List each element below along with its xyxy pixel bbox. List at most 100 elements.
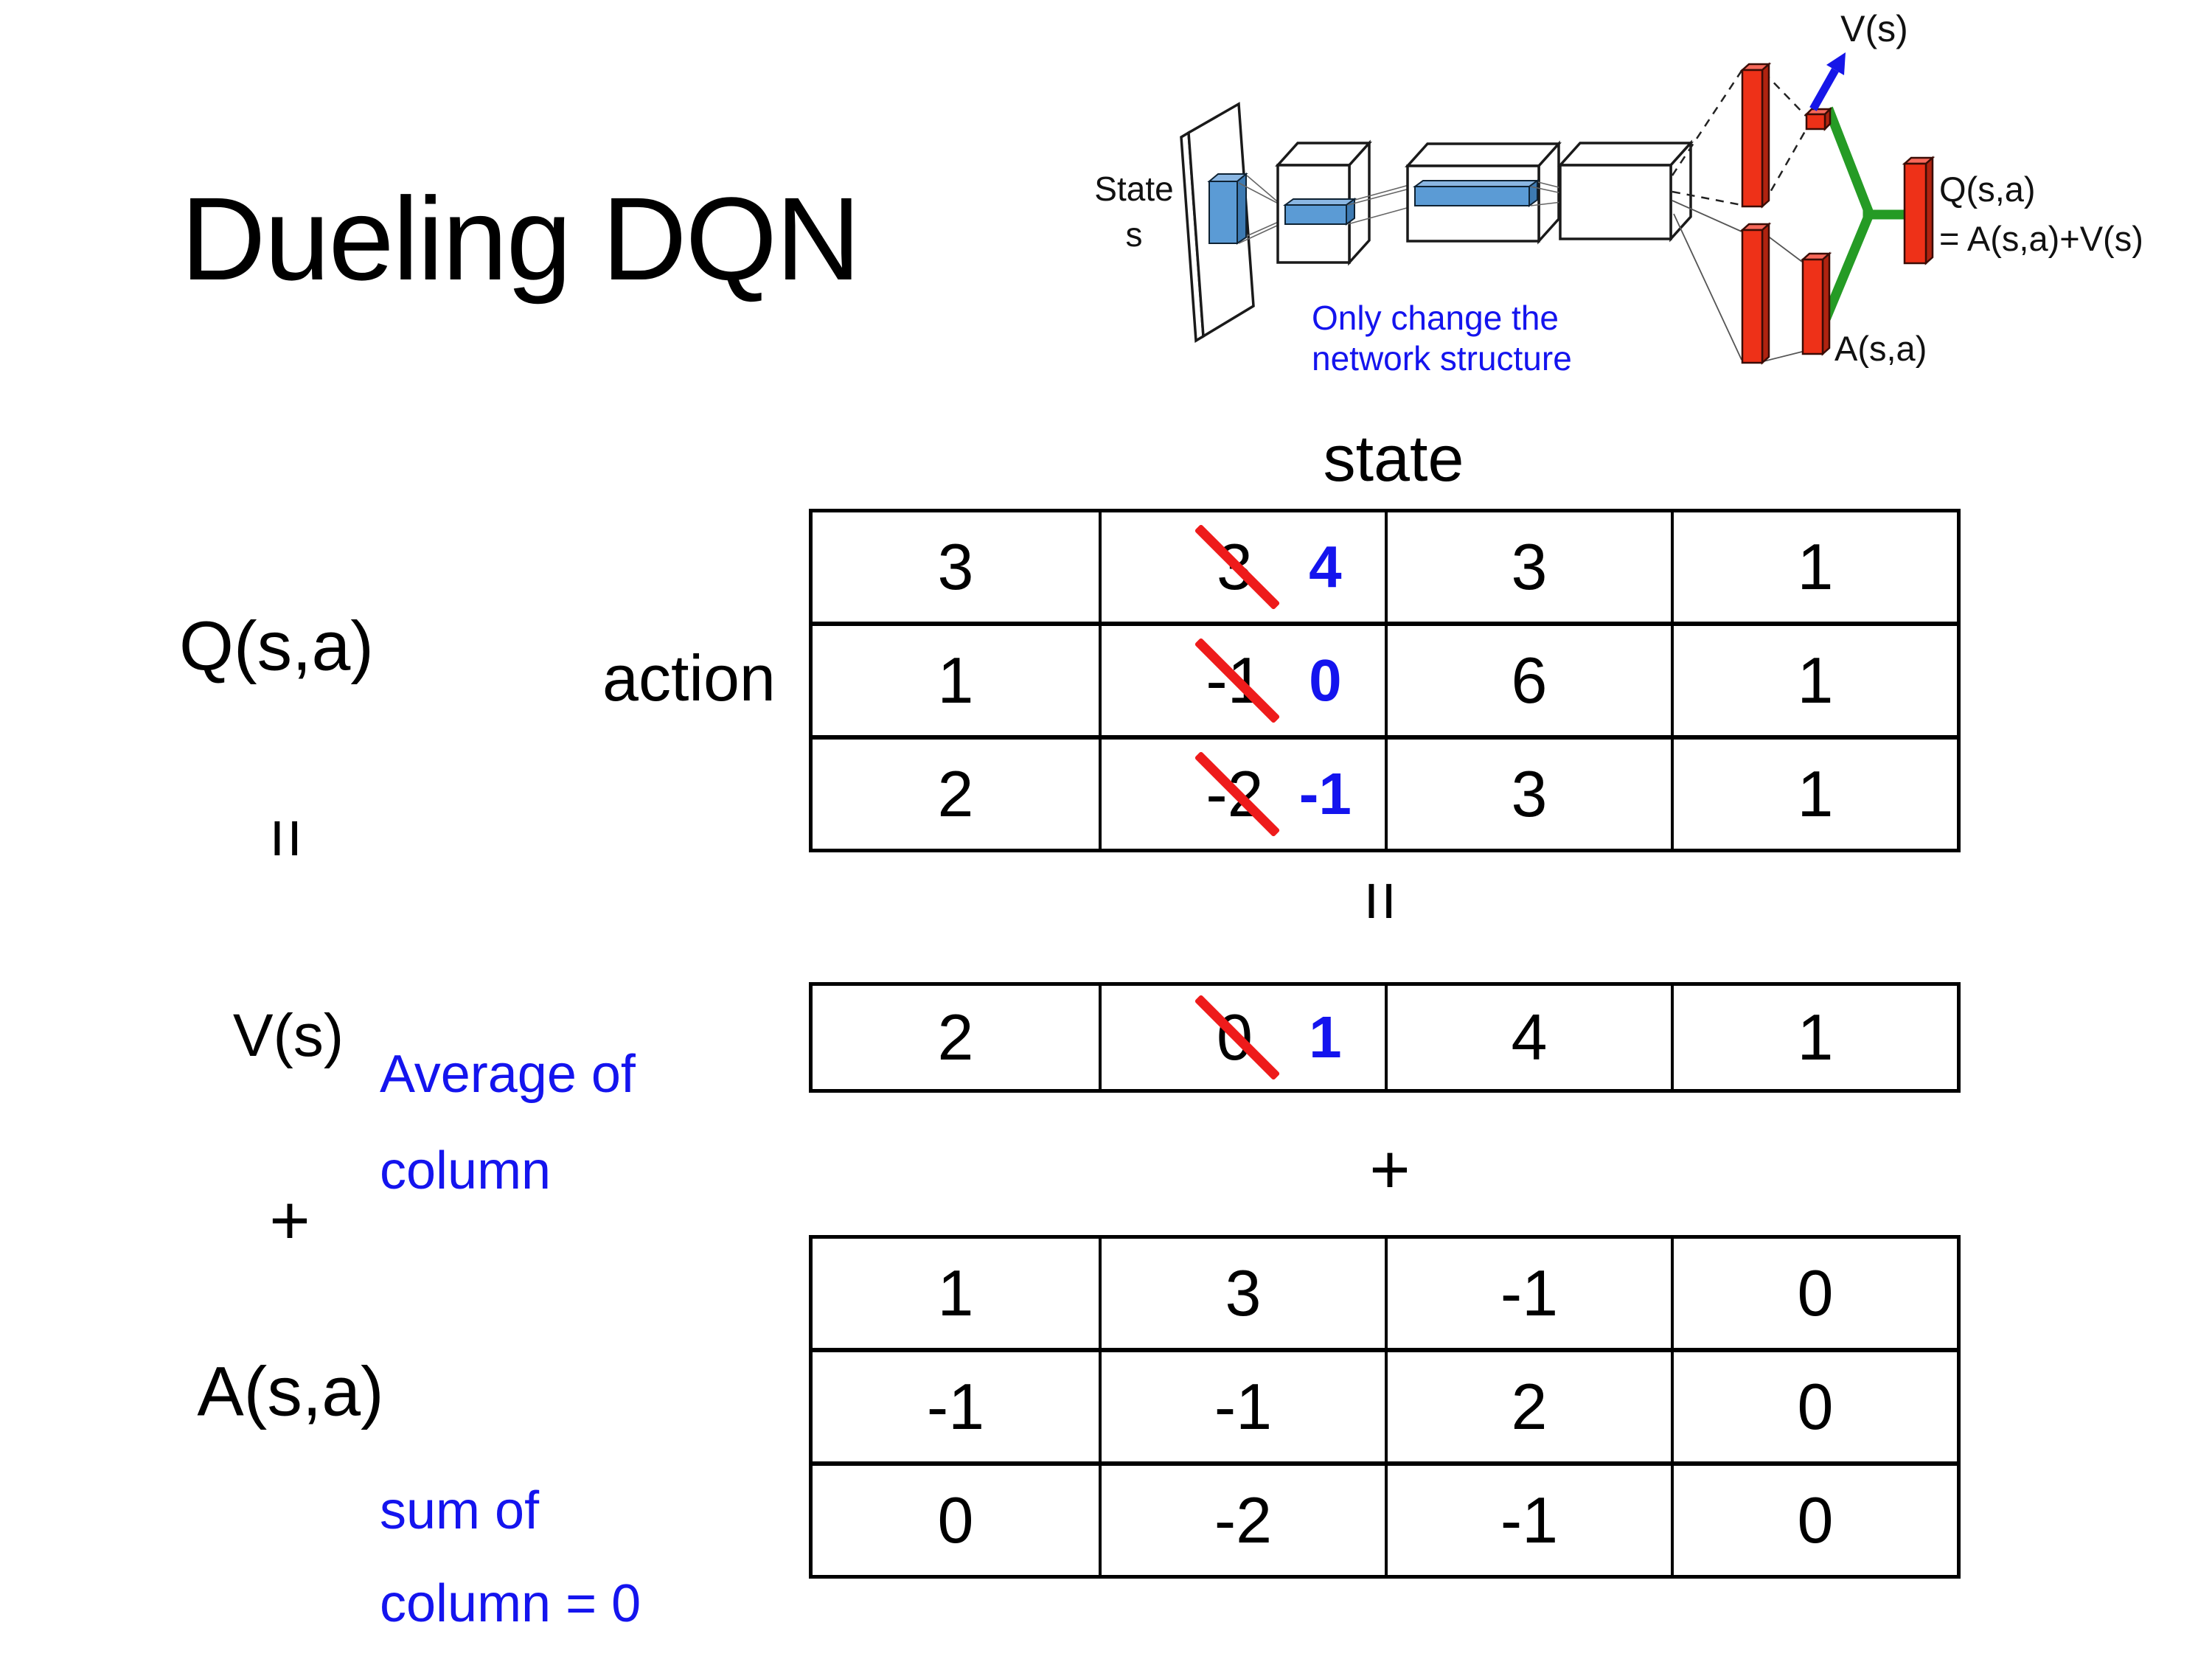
state-s-label: s: [1126, 215, 1143, 254]
table-cell: 0: [1671, 1239, 1957, 1348]
v-output-label: V(s): [1840, 8, 1908, 49]
table-cell-corrected: -1 0: [1099, 626, 1385, 735]
table-cell: 1: [813, 626, 1099, 735]
q-function-label: Q(s,a): [179, 607, 374, 686]
cell-value: -1: [1500, 1484, 1559, 1557]
value-stream-dashed-lines: [1671, 70, 1809, 206]
table-cell: 3: [1385, 740, 1671, 849]
table-cell: -1: [1099, 1352, 1385, 1461]
conv-filter-box: [1207, 172, 1248, 245]
cell-value: 1: [937, 1256, 974, 1329]
table-cell: 1: [1671, 626, 1957, 735]
feature-map-bar: [1412, 179, 1540, 207]
table-row: 1 -1 0 6 1: [813, 622, 1957, 735]
table-cell: 1: [813, 1239, 1099, 1348]
cell-value: 3: [937, 530, 974, 603]
a-values-table: 1 3 -1 0 -1 -1 2 0 0 -2 -1 0: [809, 1235, 1961, 1579]
table-cell: 3: [1385, 512, 1671, 622]
cell-value: 1: [1797, 757, 1834, 830]
cell-value: 2: [937, 757, 974, 830]
advantage-vector-bar: [1800, 251, 1832, 356]
cell-value: -1: [1500, 1256, 1559, 1329]
rotated-equals-sign: =: [248, 799, 326, 879]
new-value: -1: [1298, 761, 1352, 827]
new-value: 0: [1309, 647, 1342, 713]
diagram-note-line2: network structure: [1312, 339, 1572, 378]
note-line: column = 0: [380, 1574, 641, 1633]
cell-value: 4: [1511, 1001, 1548, 1074]
state-header: state: [1323, 422, 1464, 495]
v-scalar-node: [1804, 106, 1833, 132]
table-row: 2 0 1 4 1: [813, 986, 1957, 1089]
cell-value: 0: [1797, 1370, 1834, 1443]
page-title: Dueling DQN: [181, 173, 861, 305]
merge-connector: [1821, 106, 1911, 321]
table-row: 2 -2 -1 3 1: [813, 735, 1957, 849]
table-cell: -2: [1099, 1466, 1385, 1575]
equals-glyph: =: [247, 818, 326, 859]
table-cell: -1: [813, 1352, 1099, 1461]
note-line: Average of: [380, 1045, 636, 1104]
state-label: State: [1094, 170, 1173, 208]
cell-value: 3: [1225, 1256, 1262, 1329]
network-diagram: State s V(s) Q(s,a) = A(s,a)+V(s) A(s,a)…: [1094, 8, 2143, 378]
v-output-arrow: [1809, 52, 1846, 111]
cell-value: 6: [1511, 644, 1548, 717]
table-cell: 0: [813, 1466, 1099, 1575]
equals-glyph: =: [1341, 880, 1420, 922]
q-output-bar: [1902, 156, 1935, 265]
q-values-table: 3 3 4 3 1 1 -1 0 6 1 2 -2 -1: [809, 509, 1961, 852]
cell-value: 3: [1511, 757, 1548, 830]
average-of-column-note: Average of column: [380, 1026, 636, 1220]
diagram-note-line1: Only change the: [1312, 299, 1559, 337]
table-cell: -1: [1385, 1239, 1671, 1348]
table-cell: 0: [1671, 1352, 1957, 1461]
table-cell: 2: [813, 740, 1099, 849]
cell-value: 0: [937, 1484, 974, 1557]
table-cell: 2: [1385, 1352, 1671, 1461]
cell-value: 2: [1511, 1370, 1548, 1443]
new-value: 1: [1309, 1004, 1342, 1070]
table-row: 1 3 -1 0: [813, 1239, 1957, 1348]
note-line: column: [380, 1141, 552, 1200]
cell-value: -1: [1214, 1370, 1273, 1443]
table-row: 0 -2 -1 0: [813, 1461, 1957, 1575]
advantage-stream-bar: [1739, 222, 1772, 365]
table-cell: -1: [1385, 1466, 1671, 1575]
q-output-label: Q(s,a): [1939, 170, 2036, 209]
table-cell: 3: [813, 512, 1099, 622]
table-cell: 6: [1385, 626, 1671, 735]
action-header: action: [602, 641, 776, 714]
q-output-formula: = A(s,a)+V(s): [1939, 219, 2143, 258]
v-values-table: 2 0 1 4 1: [809, 982, 1961, 1093]
advantage-stream-lines: [1672, 200, 1803, 362]
a-function-label: A(s,a): [197, 1352, 384, 1431]
plus-sign: +: [1369, 1130, 1411, 1209]
sum-of-column-note: sum of column = 0: [380, 1464, 641, 1650]
cell-value: 1: [1797, 644, 1834, 717]
table-cell: 4: [1385, 986, 1671, 1089]
rotated-equals-sign: =: [1342, 861, 1420, 942]
table-row: 3 3 4 3 1: [813, 512, 1957, 622]
a-output-label: A(s,a): [1834, 329, 1927, 368]
table-row: -1 -1 2 0: [813, 1348, 1957, 1461]
new-value: 4: [1309, 534, 1342, 599]
cell-value: 3: [1511, 530, 1548, 603]
cell-value: 2: [937, 1001, 974, 1074]
table-cell: 2: [813, 986, 1099, 1089]
cell-value: 0: [1797, 1484, 1834, 1557]
table-cell-corrected: 3 4: [1099, 512, 1385, 622]
v-function-label: V(s): [232, 1002, 344, 1069]
cell-value: 0: [1797, 1256, 1834, 1329]
table-cell-corrected: 0 1: [1099, 986, 1385, 1089]
table-cell: 1: [1671, 740, 1957, 849]
cell-value: 1: [937, 644, 974, 717]
table-cell: 1: [1671, 512, 1957, 622]
plus-sign: +: [269, 1181, 310, 1260]
fc-layer-box: [1557, 139, 1694, 243]
value-stream-bar: [1739, 62, 1772, 209]
table-cell: 1: [1671, 986, 1957, 1089]
table-cell: 3: [1099, 1239, 1385, 1348]
note-line: sum of: [380, 1481, 540, 1540]
